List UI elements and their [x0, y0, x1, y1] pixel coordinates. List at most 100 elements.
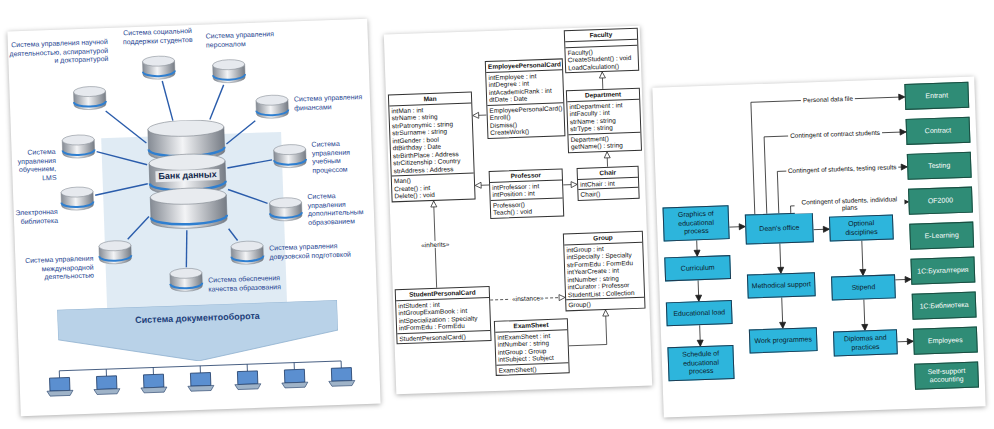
class-box: StudentPersonalCardintStudent : intintGr…	[395, 286, 492, 344]
class-member: LoadCalculation()	[568, 61, 636, 71]
connector-line	[226, 121, 256, 144]
class-compartment: Professor()Teach() : void	[491, 197, 564, 218]
connector-line	[185, 230, 188, 267]
arrow-shape	[57, 300, 339, 366]
process-label: Diplomas and practices	[837, 333, 894, 352]
database-cylinder: Система управления дополнительным образо…	[267, 196, 304, 223]
edge-label: «inherits»	[419, 240, 451, 249]
system-label: Система обеспечения качества образования	[208, 273, 304, 293]
database-cylinder: Система социальной поддержки студентов	[140, 55, 177, 82]
arrow-head	[473, 112, 479, 118]
connector	[162, 81, 173, 121]
database-cylinder: Система управления обучением, LMS	[60, 133, 97, 160]
cylinder-shape	[60, 133, 97, 160]
cylinder-shape	[210, 58, 247, 85]
connector	[226, 121, 256, 144]
system-box: OF2000	[908, 187, 973, 215]
class-compartment: Man	[389, 93, 471, 105]
connector	[779, 297, 786, 328]
connector	[599, 72, 606, 89]
connector-line	[127, 217, 150, 240]
connector	[859, 240, 866, 275]
class-member: ExamSheet()	[498, 364, 566, 374]
hub-label: Банк данных	[155, 169, 220, 182]
process-box: Schedule of educational process	[667, 345, 734, 381]
laptop-icon	[328, 367, 355, 386]
system-label: Система управления довузовской подготовк…	[269, 241, 370, 261]
illustration-sheet: Банк данных Система управления научной де…	[7, 19, 380, 416]
class-member: Professor()	[493, 199, 561, 209]
connector	[895, 276, 911, 283]
connector-line	[209, 85, 225, 120]
edge-label: Contingent of students, individual plans	[794, 194, 904, 213]
system-label: Система управления научной деятельностью…	[8, 38, 109, 67]
process-label: Curriculum	[681, 263, 715, 273]
class-box: FacultyFaculty()CreateStudent() : voidLo…	[564, 28, 639, 74]
connector-line	[764, 132, 909, 214]
laptop-icon	[47, 377, 74, 396]
system-box: 1С:Библиотека	[912, 292, 977, 320]
connector	[861, 299, 868, 330]
laptop-icon	[140, 374, 167, 393]
connector-line	[228, 188, 268, 205]
system-label: Система управления персоналом	[206, 29, 307, 49]
connector	[475, 182, 489, 188]
class-member: intDepartment : int	[569, 100, 637, 110]
process-label: Work programmes	[754, 335, 812, 345]
uml-sheet: ManintMan : intstrName : stringstrPatron…	[384, 26, 652, 395]
system-label: Электронная библиотека	[14, 208, 59, 227]
connector	[228, 188, 268, 205]
connector	[185, 230, 188, 267]
system-label: Self-support accounting	[918, 366, 975, 385]
connector	[751, 94, 909, 214]
database-cylinder: Система управления финансами	[254, 94, 291, 121]
connector	[729, 224, 745, 231]
arrow-head	[603, 310, 609, 316]
database-cylinder: Система управления международной деятель…	[97, 239, 134, 266]
edge-label: «instance»	[510, 294, 546, 303]
class-compartment: StudentPersonalCard()	[397, 330, 490, 344]
cylinder-shape	[254, 94, 291, 121]
cylinder-shape	[168, 267, 205, 294]
class-compartment: ExamSheet()	[496, 362, 568, 375]
system-label: Contract	[925, 126, 952, 135]
connector-line	[95, 184, 148, 195]
class-compartment: Group()	[566, 297, 644, 310]
process-label: Optional disciplines	[833, 219, 890, 238]
flowchart-sheet: Graphics of educational processCurriculu…	[652, 76, 985, 417]
process-box: Educational load	[666, 300, 733, 326]
system-label: Система управления дополнительным образо…	[307, 191, 372, 227]
class-member: Enroll()	[490, 111, 562, 121]
class-member: intAcademicRank : int	[489, 86, 561, 96]
process-box: Graphics of educational process	[663, 205, 730, 241]
cylinder-shape	[267, 196, 304, 223]
system-label: OF2000	[928, 196, 954, 205]
laptop-icon	[281, 369, 308, 388]
connector	[697, 325, 704, 346]
database-cylinder: Система управления учебным процессом	[271, 143, 308, 170]
connector-line	[751, 97, 909, 214]
connector	[897, 338, 913, 345]
system-label: 1С:Библиотека	[920, 301, 969, 311]
class-box: ManintMan : intstrName : stringstrPatron…	[388, 92, 476, 202]
class-member: EmployeePersonalCard()	[489, 104, 561, 114]
connector	[95, 184, 148, 195]
connector	[227, 160, 272, 168]
system-label: 1C:Бухгалтерия	[917, 266, 969, 276]
system-box: Contract	[906, 117, 971, 145]
class-compartment: intStudent : intintGroupExamBook : intin…	[396, 297, 490, 333]
connector	[563, 181, 577, 187]
connector	[813, 226, 829, 233]
class-compartment: intMan : intstrName : stringstrPatronymi…	[389, 102, 473, 175]
connector	[127, 217, 150, 240]
connector	[106, 110, 147, 145]
cylinder-shape	[271, 143, 308, 170]
system-label: Система социальной поддержки студентов	[112, 27, 203, 47]
system-box: Self-support accounting	[914, 362, 979, 390]
arrow-head	[431, 201, 437, 207]
cylinder-shape	[140, 55, 177, 82]
database-hub: Банк данных	[146, 119, 230, 232]
process-box: Dean's office	[745, 212, 814, 244]
connector-line	[229, 229, 238, 241]
class-compartment: StudentPersonalCard	[396, 287, 489, 300]
